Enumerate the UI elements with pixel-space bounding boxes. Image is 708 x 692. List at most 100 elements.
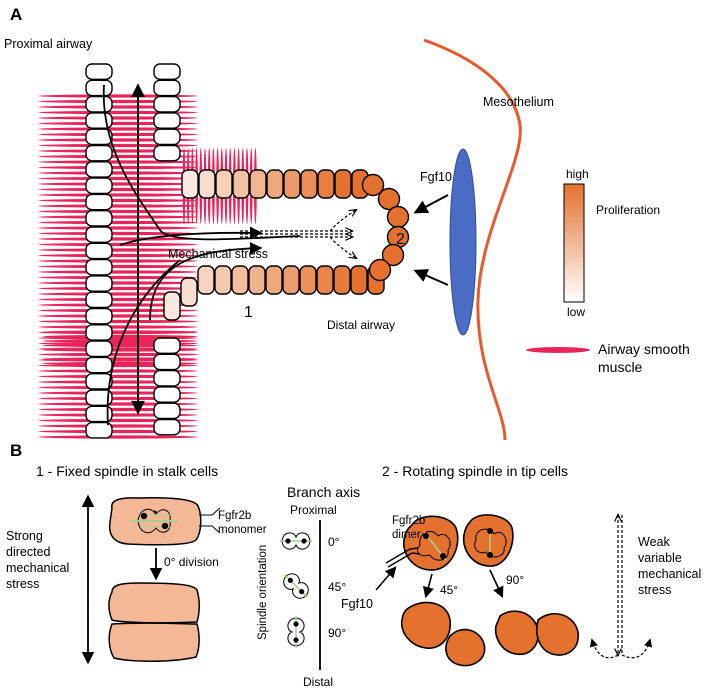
smooth-muscle-fiber (38, 231, 198, 236)
epithelial-cell (214, 265, 232, 295)
proximal-epithelium-left (85, 63, 113, 439)
legend-asm-line1: Airway smooth (598, 341, 690, 357)
epithelial-cell (85, 258, 113, 276)
epithelial-cell (85, 112, 113, 129)
strong-stress-l3: mechanical (6, 561, 69, 575)
panel-b-letter: B (10, 441, 22, 460)
epithelial-cell (85, 324, 113, 341)
epithelial-cell (181, 169, 199, 199)
smooth-muscle-fiber (38, 220, 198, 225)
epithelial-cell (153, 418, 181, 436)
epithelial-cell (85, 291, 113, 309)
smooth-muscle-fiber (38, 281, 198, 285)
weak-stress-l2: variable (638, 551, 682, 565)
tip-cell (377, 187, 401, 211)
spindle-orientation-label: Spindle orientation (257, 545, 269, 640)
epithelial-cell (300, 169, 318, 199)
dimer-receptor (385, 547, 421, 568)
epithelial-cell (153, 402, 181, 420)
epithelial-cell (317, 169, 335, 199)
panel-a-letter: A (10, 5, 22, 24)
mesothelium-label: Mesothelium (483, 95, 554, 109)
branch-epithelium-bottom (163, 265, 385, 321)
smooth-muscle-fiber (38, 314, 198, 318)
angle-45: 45° (328, 580, 346, 594)
epithelial-cell (85, 226, 113, 244)
smooth-muscle-fiber (38, 270, 198, 274)
smooth-muscle-fiber (38, 275, 198, 280)
branch-axis-title: Branch axis (287, 484, 360, 500)
epithelial-cell (85, 177, 113, 195)
mini-spindle-0 (280, 532, 312, 550)
smooth-muscle-fiber (38, 193, 198, 197)
epithelial-cell (85, 128, 113, 146)
epithelial-cell (266, 169, 284, 199)
epithelial-cell (153, 144, 181, 162)
left-title: 1 - Fixed spindle in stalk cells (36, 463, 218, 479)
epithelial-cell (153, 79, 181, 97)
tip-cell (361, 173, 385, 197)
fgf10-arrow-lower (413, 269, 449, 286)
weak-stress-arrows (589, 515, 653, 659)
daughter-45-b (445, 628, 486, 667)
daughter-cell-bottom (108, 622, 200, 662)
tip-spindle-right (474, 528, 507, 558)
epithelial-cell (333, 265, 351, 295)
tip-cell (368, 258, 392, 282)
epithelial-cell (316, 265, 334, 295)
smooth-muscle-fiber (38, 248, 198, 252)
angle-0: 0° (328, 535, 340, 549)
epithelial-cell (299, 265, 317, 295)
epithelial-cell (85, 340, 113, 358)
angle-90: 90° (328, 626, 346, 640)
smooth-muscle-fiber (38, 319, 198, 324)
right-title: 2 - Rotating spindle in tip cells (382, 463, 568, 479)
legend-asm-line2: muscle (598, 359, 643, 375)
smooth-muscle-fiber (38, 171, 198, 175)
fgf10-arrow-upper (413, 194, 449, 214)
smooth-muscle-fiber (38, 198, 198, 203)
epithelial-cell (232, 169, 250, 199)
smooth-muscle-fiber (38, 204, 198, 208)
dimer-l2: dimer (392, 529, 421, 541)
smooth-muscle-legend-icon (526, 347, 590, 353)
epithelial-cell (153, 353, 181, 371)
label-1: 1 (244, 304, 253, 321)
strong-stress-l2: directed (6, 545, 51, 559)
dimer-l1: Fgfr2b (392, 515, 425, 527)
branch-axis-distal: Distal (303, 675, 333, 689)
smooth-muscle-fiber (38, 187, 198, 192)
smooth-muscle-fiber (38, 435, 198, 439)
epithelial-cell (153, 337, 181, 355)
epithelial-cell (85, 307, 113, 325)
epithelial-cell (163, 291, 181, 321)
mechanical-stress-label: Mechanical stress (168, 247, 268, 261)
monomer-l1: Fgfr2b (218, 510, 251, 522)
epithelial-cell (153, 95, 181, 113)
monomer-l2: monomer (218, 524, 267, 536)
proximal-epithelium-right-bottom (153, 337, 181, 436)
arrow-90 (489, 569, 504, 599)
legend-low: low (567, 305, 585, 319)
epithelial-cell (334, 169, 352, 199)
smooth-muscle-fiber (38, 253, 198, 258)
epithelial-cell (231, 265, 249, 295)
epithelial-cell (153, 386, 181, 403)
smooth-muscle-fiber (38, 308, 198, 313)
epithelial-cell (153, 63, 181, 81)
smooth-muscle-fiber (38, 242, 198, 247)
arrow-45 (422, 573, 434, 599)
smooth-muscle-fiber (38, 297, 198, 302)
proliferation-gradient-bar (563, 183, 585, 303)
epithelial-cell (350, 265, 368, 295)
epithelial-cell (249, 169, 267, 199)
smooth-muscle-fiber (42, 330, 198, 334)
epithelial-cell (153, 112, 181, 129)
weak-stress-l3: mechanical (638, 567, 701, 581)
weak-stress-l1: Weak (638, 535, 670, 549)
smooth-muscle-fiber (38, 286, 198, 291)
smooth-muscle-fiber (38, 209, 198, 214)
branch-epithelium-top (181, 169, 369, 199)
